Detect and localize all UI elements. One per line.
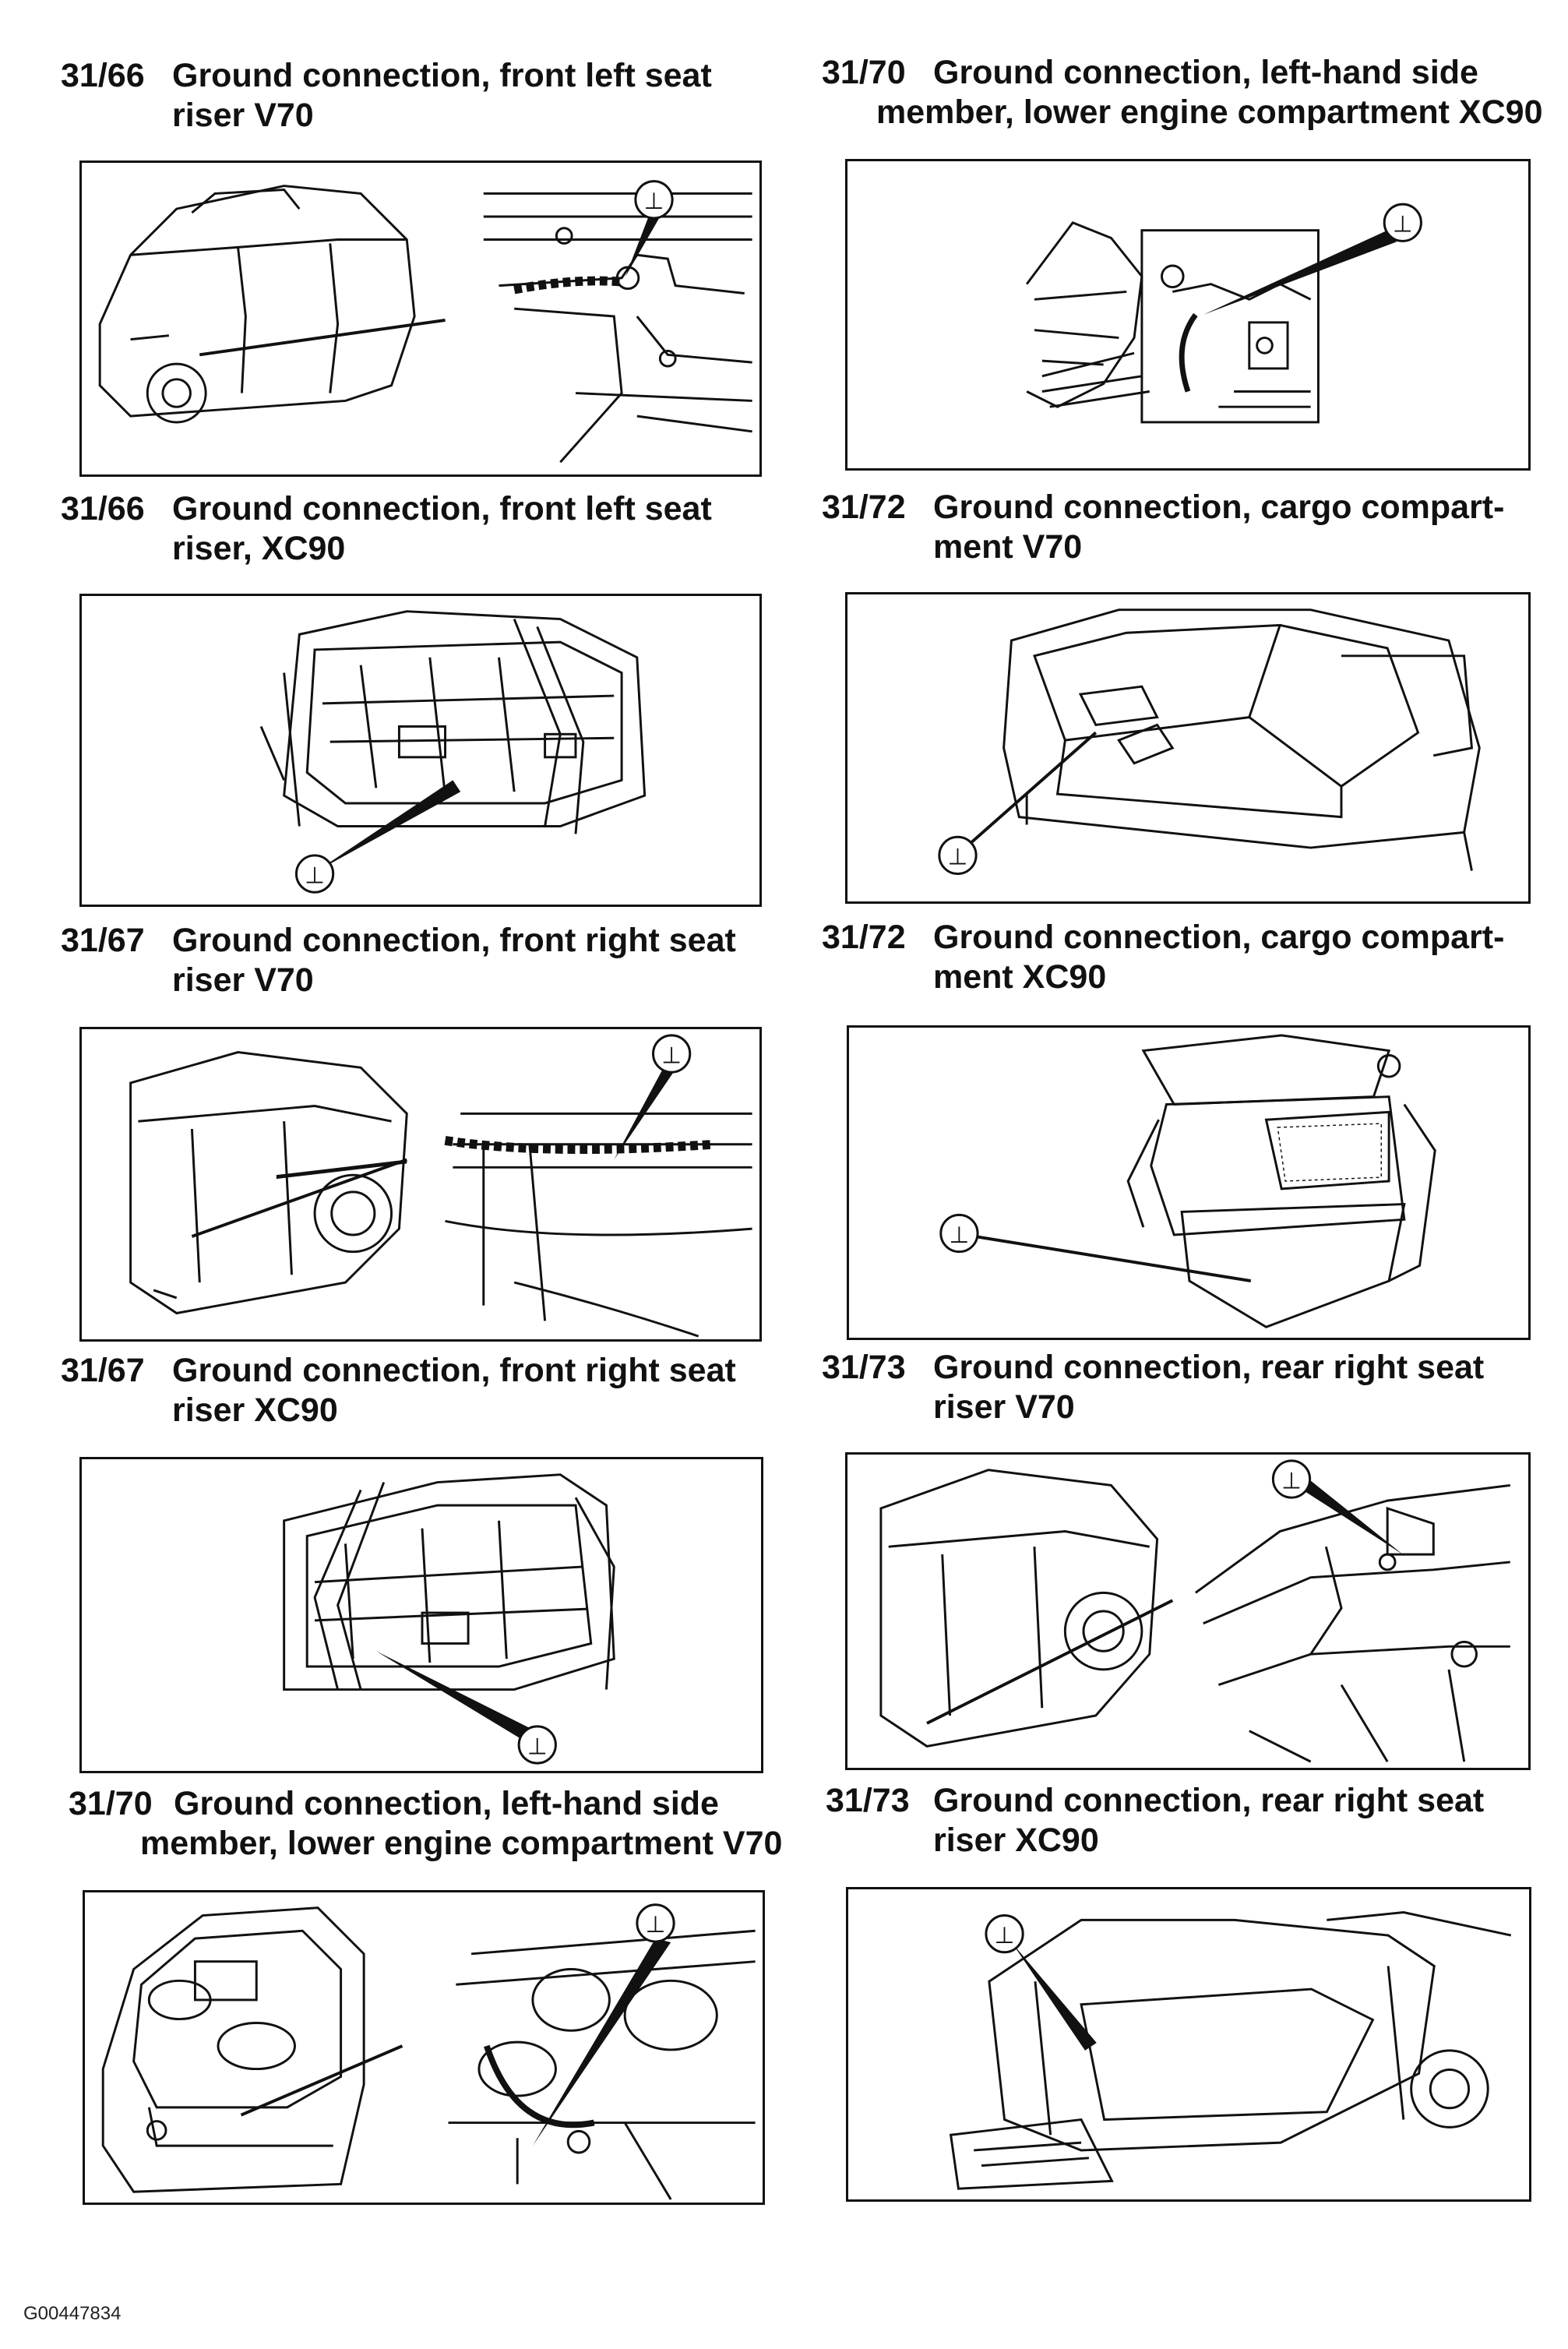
entry-title: 31/67 Ground connection, front right seat… [61, 1351, 762, 1430]
ground-symbol-icon: ⊥ [950, 1222, 970, 1248]
entry-code: 31/73 [826, 1782, 910, 1819]
illustration-frame: ⊥ [846, 1887, 1531, 2202]
xc90-floor-pan-right-illustration: ⊥ [283, 1473, 615, 1765]
entry-title: 31/70 Ground connection, left-hand side m… [69, 1784, 785, 1864]
illustration-frame: ⊥ [79, 160, 762, 477]
rear-floor-xc90-illustration: ⊥ [949, 1911, 1512, 2190]
illustration-frame: ⊥ [79, 1457, 763, 1773]
illustration-frame: ⊥ [83, 1890, 765, 2205]
ground-symbol-icon: ⊥ [644, 188, 664, 214]
entry-31-72-xc90: 31/72 Ground connection, cargo compart- m… [822, 918, 1562, 1340]
entry-title-line2: member, lower engine compartment V70 [140, 1825, 783, 1862]
entry-31-67-xc90: 31/67 Ground connection, front right seat… [61, 1351, 763, 1773]
entry-title-line2: ment XC90 [933, 958, 1107, 996]
illustration-frame: ⊥ [845, 592, 1531, 904]
entry-title: 31/67 Ground connection, front right seat… [61, 921, 762, 1000]
ground-symbol-icon: ⊥ [948, 844, 968, 870]
entry-title-line2: riser V70 [933, 1388, 1075, 1426]
ground-symbol-icon: ⊥ [1393, 211, 1413, 238]
entry-code: 31/72 [822, 488, 906, 526]
engine-compartment-side-member-illustration: ⊥ [1025, 203, 1422, 424]
entry-title-line2: riser V70 [172, 97, 314, 134]
entry-31-70-v70: 31/70 Ground connection, left-hand side m… [69, 1784, 785, 2205]
entry-title-line1: Ground connection, front right seat [172, 1352, 736, 1389]
entry-title-line1: Ground connection, left-hand side [174, 1785, 719, 1822]
illustration-frame: ⊥ [845, 159, 1531, 471]
entry-title-line2: riser V70 [172, 961, 314, 999]
entry-code: 31/66 [61, 490, 145, 527]
entry-title-line2: member, lower engine compartment XC90 [876, 93, 1543, 131]
entry-title: 31/70 Ground connection, left-hand side m… [822, 53, 1562, 132]
entry-code: 31/66 [61, 57, 145, 94]
entry-title-line1: Ground connection, front right seat [172, 922, 736, 959]
cargo-compartment-v70-illustration: ⊥ [938, 608, 1481, 876]
entry-title: 31/72 Ground connection, cargo compart- m… [822, 488, 1562, 567]
entry-title-line2: riser XC90 [172, 1391, 338, 1429]
entry-title-line2: riser, XC90 [172, 530, 346, 567]
entry-code: 31/70 [69, 1785, 153, 1822]
entry-title: 31/72 Ground connection, cargo compart- m… [822, 918, 1562, 997]
illustration-frame: ⊥ [79, 594, 762, 907]
ground-symbol-icon: ⊥ [995, 1922, 1015, 1949]
illustration-frame: ⊥ [845, 1452, 1531, 1770]
entry-title-line1: Ground connection, cargo compart- [933, 488, 1505, 526]
entry-title-line1: Ground connection, left-hand side [933, 54, 1478, 91]
xc90-floor-pan-illustration: ⊥ [259, 610, 647, 894]
entry-code: 31/72 [822, 919, 906, 956]
ground-symbol-icon: ⊥ [305, 862, 325, 888]
entry-code: 31/67 [61, 1352, 145, 1389]
entry-31-70-xc90: 31/70 Ground connection, left-hand side m… [822, 53, 1562, 474]
ground-symbol-icon: ⊥ [1281, 1467, 1302, 1494]
entry-title-line1: Ground connection, front left seat [172, 57, 712, 94]
entry-code: 31/70 [822, 54, 906, 91]
entry-title-line2: riser XC90 [933, 1822, 1099, 1859]
cargo-compartment-xc90-illustration: ⊥ [939, 1034, 1436, 1328]
entry-title-line1: Ground connection, rear right seat [933, 1782, 1485, 1819]
illustration-frame: ⊥ [847, 1025, 1531, 1340]
figure-code: G00447834 [23, 2303, 122, 2324]
entry-31-72-v70: 31/72 Ground connection, cargo compart- m… [822, 488, 1562, 908]
entry-title-line1: Ground connection, rear right seat [933, 1349, 1485, 1386]
entry-code: 31/67 [61, 922, 145, 959]
entry-31-67-v70: 31/67 Ground connection, front right seat… [61, 921, 762, 1342]
entry-title-line2: ment V70 [933, 528, 1083, 566]
entry-code: 31/73 [822, 1349, 906, 1386]
ground-symbol-icon: ⊥ [646, 1911, 666, 1938]
car-and-seat-riser-illustration: ⊥ [98, 180, 752, 464]
illustration-frame: ⊥ [79, 1027, 762, 1342]
ground-symbol-icon: ⊥ [527, 1733, 548, 1759]
car-and-right-seat-riser-illustration: ⊥ [129, 1034, 752, 1338]
entry-title-line1: Ground connection, cargo compart- [933, 919, 1505, 956]
engine-compartment-v70-illustration: ⊥ [101, 1903, 756, 2200]
entry-title-line1: Ground connection, front left seat [172, 490, 712, 527]
car-and-rear-seat-riser-illustration: ⊥ [879, 1459, 1511, 1763]
ground-symbol-icon: ⊥ [661, 1042, 682, 1068]
